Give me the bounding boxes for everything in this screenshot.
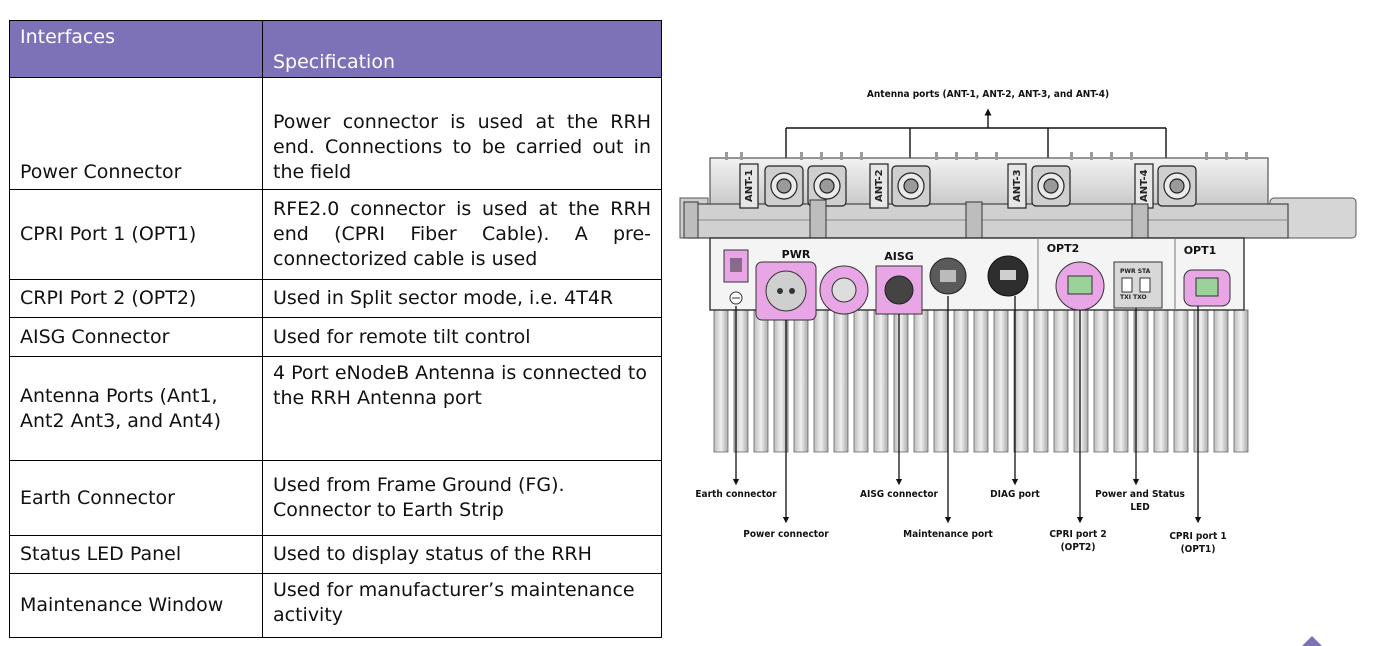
table-row: Maintenance Window Used for manufacturer… [9, 573, 662, 638]
cell-spec: Used for remote tilt control [262, 317, 662, 357]
maintenance-window [819, 265, 869, 315]
callout-earth-connector: Earth connector [695, 489, 777, 500]
cell-interface: Maintenance Window [9, 573, 263, 638]
header-specification: Specification [262, 20, 662, 78]
table-header-row: Interfaces Specification [9, 20, 662, 78]
cell-spec: Used in Split sector mode, i.e. 4T4R [262, 279, 662, 318]
label-led-top: PWR STA [1120, 268, 1151, 275]
callout-lines [732, 296, 1202, 524]
heatsink-fins [713, 309, 1249, 453]
cell-interface: AISG Connector [9, 317, 263, 357]
callout-antenna-ports: Antenna ports (ANT-1, ANT-2, ANT-3, and … [866, 89, 1110, 100]
rrh-drawing [679, 108, 1357, 524]
cell-spec: Used for manufacturer’s maintenance acti… [262, 573, 662, 638]
cell-interface: Status LED Panel [9, 535, 263, 574]
spec-table: Interfaces Specification Power Connector… [9, 20, 662, 638]
table-row: CPRI Port 1 (OPT1) RFE2.0 connector is u… [9, 189, 662, 280]
label-opt2: OPT2 [1046, 242, 1080, 255]
cell-interface: Earth Connector [9, 460, 263, 536]
label-ant-4: ANT-4 [1139, 169, 1150, 202]
callout-cpri2-line1: CPRI port 2 [1049, 529, 1107, 540]
table-row: AISG Connector Used for remote tilt cont… [9, 317, 662, 357]
cell-interface: Power Connector [9, 77, 263, 190]
callout-aisg-connector: AISG connector [860, 489, 938, 500]
label-led-bottom: TXI TXO [1120, 294, 1147, 301]
aisg-connector [875, 265, 923, 315]
label-ant-3: ANT-3 [1012, 169, 1023, 202]
cell-interface: CPRI Port 1 (OPT1) [9, 189, 263, 280]
label-opt1: OPT1 [1183, 244, 1217, 257]
callout-cpri2-line2: (OPT2) [1060, 542, 1096, 553]
table-row: CRPI Port 2 (OPT2) Used in Split sector … [9, 279, 662, 318]
cell-interface: Antenna Ports (Ant1, Ant2 Ant3, and Ant4… [9, 356, 263, 461]
table-row: Antenna Ports (Ant1, Ant2 Ant3, and Ant4… [9, 356, 662, 461]
cell-spec: Power connector is used at the RRH end. … [262, 77, 662, 190]
header-interfaces: Interfaces [9, 20, 263, 78]
callout-cpri1-line1: CPRI port 1 [1169, 531, 1227, 542]
cell-spec: 4 Port eNodeB Antenna is connected to th… [262, 356, 662, 461]
callout-diag-port: DIAG port [990, 489, 1040, 500]
callout-led: Power and Status LED [1095, 488, 1185, 514]
maintenance-port [929, 257, 967, 295]
mount-bolts [683, 199, 1149, 239]
cell-spec: RFE2.0 connector is used at the RRH end … [262, 189, 662, 280]
antenna-connectors [739, 163, 1197, 209]
table-row: Earth Connector Used from Frame Ground (… [9, 460, 662, 536]
rrh-diagram: Antenna ports (ANT-1, ANT-2, ANT-3, and … [670, 80, 1370, 580]
diag-port [987, 255, 1029, 297]
callout-cpri1: CPRI port 1 (OPT1) [1169, 530, 1226, 556]
cell-interface: CRPI Port 2 (OPT2) [9, 279, 263, 318]
callout-led-line2: LED [1130, 502, 1150, 513]
callout-cpri1-line2: (OPT1) [1180, 544, 1216, 555]
opt2-port [1055, 261, 1105, 311]
opt1-port [1183, 269, 1231, 307]
table-row: Power Connector Power connector is used … [9, 77, 662, 190]
callout-maintenance-port: Maintenance port [903, 529, 993, 540]
antenna-bracket [785, 108, 1167, 160]
earth-connector [723, 249, 749, 305]
callout-power-connector: Power connector [743, 529, 829, 540]
callout-led-line1: Power and Status [1095, 489, 1185, 500]
table-row: Status LED Panel Used to display status … [9, 535, 662, 574]
cell-spec: Used from Frame Ground (FG). Connector t… [262, 460, 662, 536]
corner-logo-icon [1302, 636, 1322, 646]
label-ant-2: ANT-2 [874, 169, 885, 202]
label-aisg: AISG [884, 250, 914, 263]
pwr-connector [755, 261, 817, 321]
status-led-panel [1113, 261, 1163, 309]
label-pwr: PWR [781, 248, 811, 261]
callout-cpri2: CPRI port 2 (OPT2) [1049, 528, 1106, 554]
cell-spec: Used to display status of the RRH [262, 535, 662, 574]
label-ant-1: ANT-1 [744, 169, 755, 202]
